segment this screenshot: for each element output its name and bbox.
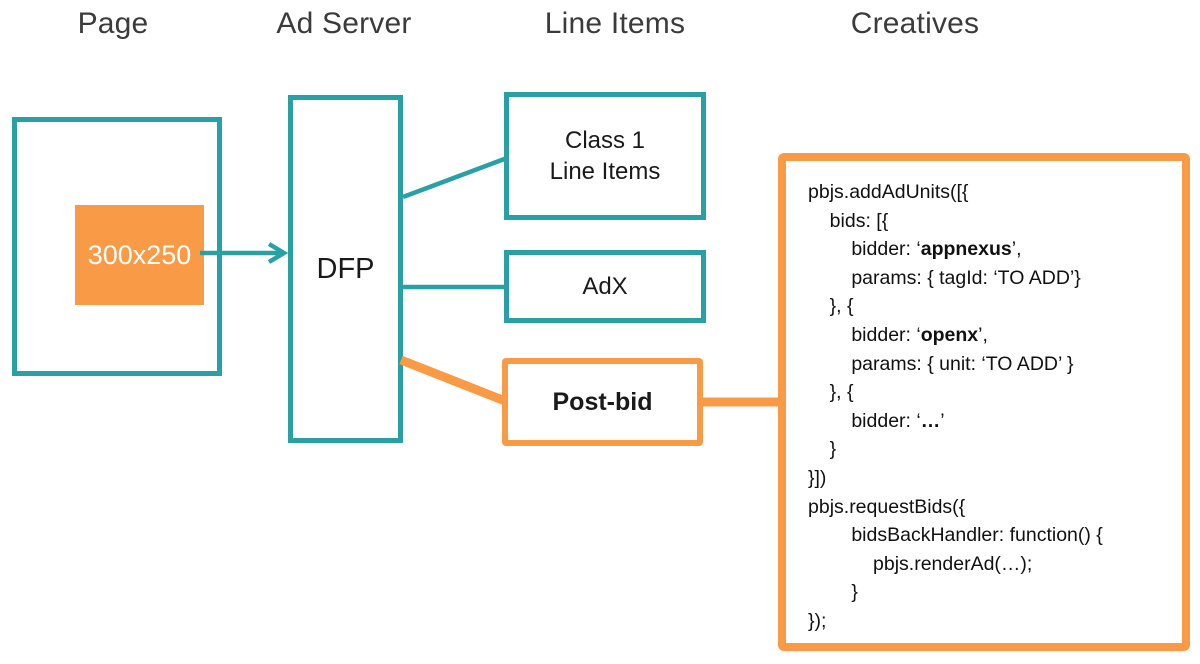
column-header-line-items: Line Items	[544, 7, 686, 40]
code-line: bidder: ‘appnexus’,	[808, 238, 1022, 261]
creatives-code-box: pbjs.addAdUnits([{ bids: [{ bidder: ‘app…	[778, 153, 1190, 651]
code-line: bidder: ‘openx’,	[808, 323, 988, 346]
postbid-box: Post-bid	[502, 358, 703, 446]
code-line: bidder: ‘…’	[808, 409, 945, 432]
connector-dfp-class1	[402, 155, 508, 200]
connector-dfp-postbid	[399, 355, 507, 406]
code-line: pbjs.requestBids({	[808, 495, 966, 518]
column-header-creatives: Creatives	[850, 7, 980, 40]
code-line: }])	[808, 466, 827, 489]
dfp-box: DFP	[288, 95, 403, 443]
dfp-label: DFP	[316, 252, 375, 285]
ad-slot-box: 300x250	[75, 205, 204, 305]
code-line: }	[808, 438, 837, 461]
code-line: });	[808, 609, 827, 632]
code-line: bids: [{	[808, 209, 889, 232]
code-line: }	[808, 581, 858, 604]
code-line: params: { unit: ‘TO ADD’ }	[808, 352, 1074, 375]
column-header-page: Page	[77, 7, 149, 40]
code-lines: pbjs.addAdUnits([{ bids: [{ bidder: ‘app…	[808, 178, 1176, 639]
code-line: }, {	[808, 381, 854, 404]
page-box: 300x250	[12, 117, 222, 376]
class1-label-line2: Line Items	[549, 158, 661, 185]
column-header-ad-server: Ad Server	[276, 7, 412, 40]
code-line: pbjs.addAdUnits([{	[808, 181, 969, 203]
postbid-label: Post-bid	[552, 387, 653, 416]
ad-slot-label: 300x250	[87, 239, 192, 270]
adx-box: AdX	[504, 250, 706, 323]
code-line: params: { tagId: ‘TO ADD’}	[808, 266, 1081, 289]
code-line: }, {	[808, 295, 854, 318]
connector-adslot-dfp-arrow-head	[267, 242, 289, 264]
code-line: pbjs.renderAd(…);	[808, 552, 1033, 575]
adx-label: AdX	[582, 272, 628, 300]
code-line: bidsBackHandler: function() {	[808, 524, 1103, 547]
class1-label-line1: Class 1	[564, 127, 646, 154]
class1-line-items-box: Class 1 Line Items	[504, 92, 706, 220]
